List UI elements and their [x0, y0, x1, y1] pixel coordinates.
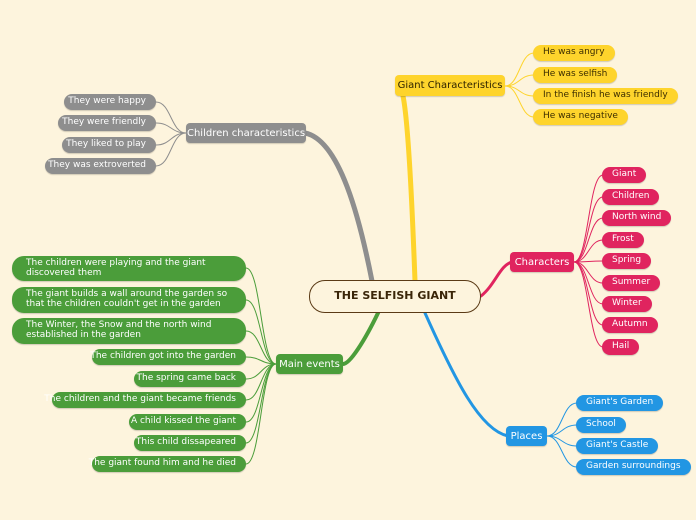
character-hail[interactable]: Hail	[602, 339, 640, 355]
character-winter[interactable]: Winter	[602, 296, 652, 312]
giant-item-friendly[interactable]: In the finish he was friendly	[533, 88, 678, 104]
connector-event-8	[245, 363, 277, 465]
character-spring[interactable]: Spring	[602, 253, 652, 269]
topic-places[interactable]: Places	[506, 426, 547, 446]
branch-line-events	[341, 311, 380, 366]
giant-item-angry[interactable]: He was angry	[533, 45, 615, 61]
giant-item-negative[interactable]: He was negative	[533, 109, 628, 125]
children-item-friendly[interactable]: They were friendly	[58, 115, 156, 131]
connector-children-1	[155, 122, 187, 134]
character-frost[interactable]: Frost	[602, 232, 644, 248]
branch-line-places	[423, 311, 510, 438]
event-child-disappeared[interactable]: This child dissapeared	[134, 435, 246, 451]
connector-character-0	[573, 174, 604, 263]
connector-giant-0	[504, 52, 535, 87]
connector-character-7	[573, 261, 604, 326]
connector-event-0	[245, 267, 277, 365]
event-child-kissed[interactable]: A child kissed the giant	[129, 414, 246, 430]
connector-place-3	[546, 435, 578, 468]
event-playing-discovered[interactable]: The children were playing and the giant …	[12, 256, 246, 281]
character-children[interactable]: Children	[602, 189, 660, 205]
branch-line-children	[302, 130, 375, 284]
event-got-into-garden[interactable]: The children got into the garden	[90, 349, 246, 365]
place-garden-surroundings[interactable]: Garden surroundings	[576, 459, 691, 475]
connector-place-0	[546, 402, 578, 437]
children-item-extroverted[interactable]: They was extroverted	[45, 158, 156, 174]
topic-characters[interactable]: Characters	[510, 252, 574, 272]
event-winter-established[interactable]: The Winter, the Snow and the north wind …	[12, 318, 246, 344]
branch-line-giant	[400, 93, 418, 284]
connector-character-6	[573, 261, 604, 305]
connector-event-1	[245, 299, 277, 365]
place-giants-garden[interactable]: Giant's Garden	[576, 395, 664, 411]
children-item-liked-to-play[interactable]: They liked to play	[62, 137, 156, 153]
connector-place-1	[546, 424, 578, 437]
place-giants-castle[interactable]: Giant's Castle	[576, 438, 659, 454]
central-topic[interactable]: THE SELFISH GIANT	[309, 280, 481, 313]
connector-character-1	[573, 196, 604, 263]
branch-line-characters	[479, 260, 514, 298]
children-item-happy[interactable]: They were happy	[64, 94, 156, 110]
connector-giant-3	[504, 85, 535, 118]
character-summer[interactable]: Summer	[602, 275, 661, 291]
topic-main-events[interactable]: Main events	[276, 354, 343, 374]
connector-character-8	[573, 261, 604, 348]
character-autumn[interactable]: Autumn	[602, 317, 658, 333]
character-north-wind[interactable]: North wind	[602, 210, 672, 226]
event-became-friends[interactable]: The children and the giant became friend…	[44, 392, 246, 408]
connector-children-2	[155, 132, 187, 146]
connector-giant-1	[504, 74, 535, 87]
event-found-and-died[interactable]: The giant found him and he died	[89, 456, 246, 472]
connector-event-7	[245, 363, 277, 444]
event-spring-back[interactable]: The spring came back	[134, 371, 246, 387]
connector-character-2	[573, 217, 604, 263]
topic-children-characteristics[interactable]: Children characteristics	[186, 123, 306, 143]
event-wall-built[interactable]: The giant builds a wall around the garde…	[12, 287, 246, 313]
character-giant[interactable]: Giant	[602, 167, 647, 183]
connector-children-0	[155, 101, 187, 134]
connector-character-3	[573, 239, 604, 263]
topic-giant-characteristics[interactable]: Giant Characteristics	[395, 75, 505, 96]
connector-children-3	[155, 132, 187, 167]
connector-event-2	[245, 330, 277, 365]
place-school[interactable]: School	[576, 417, 626, 433]
giant-item-selfish[interactable]: He was selfish	[533, 67, 618, 83]
